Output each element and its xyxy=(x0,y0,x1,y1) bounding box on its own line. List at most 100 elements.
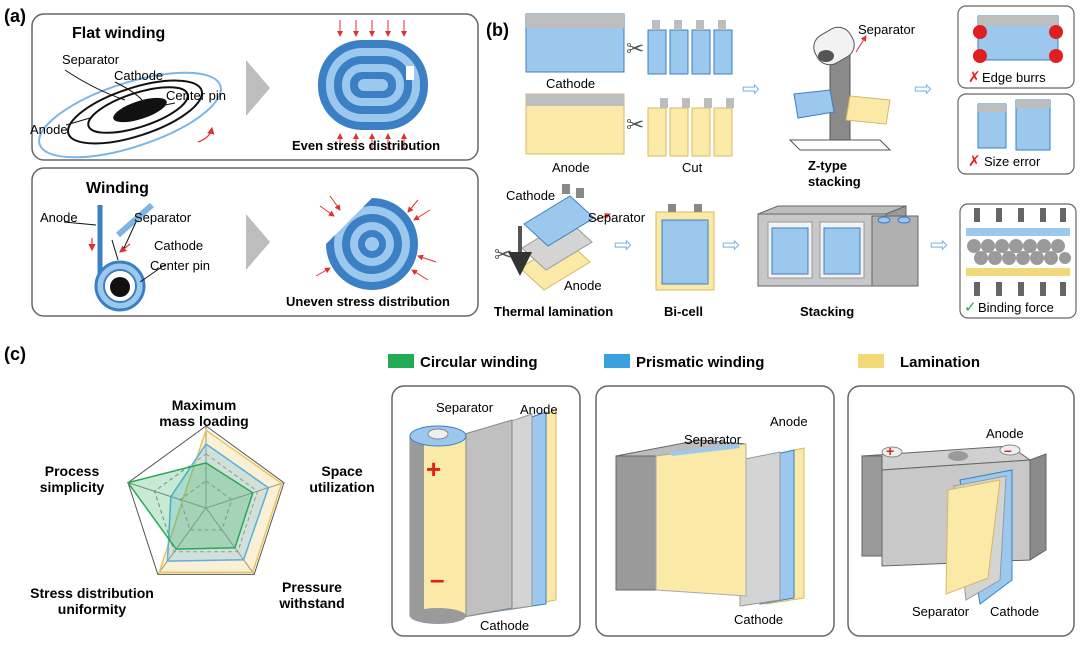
anode-sheet-label: Anode xyxy=(552,160,590,175)
radar-axis-label-2b: withstand xyxy=(278,595,344,611)
lam-cathode-label: Cathode xyxy=(506,188,555,203)
bicell xyxy=(655,204,715,291)
flat-jellyroll xyxy=(318,40,428,130)
scissors-icon-3: ✂ xyxy=(494,242,512,267)
flat-arrow-chevron xyxy=(246,60,270,116)
lamination-cathode-label: Cathode xyxy=(990,604,1039,619)
lamination-separator-label: Separator xyxy=(912,604,970,619)
circular-separator-label: Separator xyxy=(436,400,494,415)
arrow-right-icon-3: ⇨ xyxy=(614,232,632,257)
anode-cut-pieces xyxy=(647,98,734,157)
circular-cathode-label: Cathode xyxy=(480,618,529,633)
flat-anode-label: Anode xyxy=(30,122,68,137)
radar-axis-label-4b: simplicity xyxy=(40,479,105,495)
stacking-housing xyxy=(757,205,919,287)
binding-force-diagram xyxy=(966,208,1071,296)
legend-label-circular: Circular winding xyxy=(420,354,538,371)
prismatic-cell xyxy=(615,439,805,607)
radar-axis-label-4a: Process xyxy=(45,463,100,479)
radar-series-circular-winding xyxy=(126,462,254,550)
cathode-cut-pieces xyxy=(647,20,733,75)
cross-icon: ✗ xyxy=(968,69,981,86)
prismatic-separator-label: Separator xyxy=(684,432,742,447)
lamination-minus-sign: – xyxy=(1004,442,1012,458)
radar-axis-spoke xyxy=(157,507,207,575)
cathode-sheet xyxy=(525,13,625,73)
bicell-label: Bi-cell xyxy=(664,304,703,319)
round-cathode-label: Cathode xyxy=(154,238,203,253)
cut-label: Cut xyxy=(682,160,703,175)
separator-label-b: Separator xyxy=(858,22,916,37)
thermal-lamination-label: Thermal lamination xyxy=(494,304,613,319)
lamination-cell xyxy=(860,444,1047,605)
flat-result-label: Even stress distribution xyxy=(292,138,440,153)
round-result-label: Uneven stress distribution xyxy=(286,294,450,309)
legend-swatch-circular xyxy=(388,354,414,368)
prismatic-cell-box xyxy=(595,385,835,637)
lam-separator-label: Separator xyxy=(588,210,646,225)
z-stacking-label-1: Z-type xyxy=(808,158,847,173)
circular-minus-sign: – xyxy=(430,564,444,594)
round-winding-box xyxy=(31,167,479,317)
round-arrow-chevron xyxy=(246,214,270,270)
round-winding-diagram xyxy=(63,202,167,312)
edge-burrs-box xyxy=(957,5,1075,89)
circular-plus-sign: + xyxy=(426,454,441,484)
flat-winding-title: Flat winding xyxy=(72,25,165,42)
arrow-right-icon-5: ⇨ xyxy=(930,232,948,257)
flat-winding-box xyxy=(31,13,479,161)
round-anode-label: Anode xyxy=(40,210,78,225)
radar-axis-label-1a: Space xyxy=(321,463,362,479)
z-stacking-label-2: stacking xyxy=(808,174,861,189)
anode-sheet xyxy=(525,93,625,155)
arrow-right-icon-1: ⇨ xyxy=(742,76,760,101)
radar-axis-spoke xyxy=(127,482,207,509)
radar-axis-label-0a: Maximum xyxy=(172,397,237,413)
lamination-cell-box xyxy=(847,385,1075,637)
circular-cell xyxy=(409,409,557,624)
prismatic-cathode-label: Cathode xyxy=(734,612,783,627)
check-icon: ✓ xyxy=(964,299,977,316)
binding-force-label: Binding force xyxy=(978,300,1054,315)
radar-axis-spoke xyxy=(205,507,255,575)
binding-force-box xyxy=(959,203,1077,319)
size-error-label: Size error xyxy=(984,154,1041,169)
radar-grid-ring xyxy=(179,480,233,531)
round-center-pin-label: Center pin xyxy=(150,258,210,273)
arrow-right-icon-2: ⇨ xyxy=(914,76,932,101)
panel-c-label: (c) xyxy=(4,344,26,364)
arrow-right-icon-4: ⇨ xyxy=(722,232,740,257)
lam-anode-label: Anode xyxy=(564,278,602,293)
legend-label-prismatic: Prismatic winding xyxy=(636,354,764,371)
flat-winding-diagram xyxy=(38,69,222,159)
lamination-plus-sign: + xyxy=(886,443,894,459)
circular-cell-box xyxy=(391,385,581,637)
round-winding-title: Winding xyxy=(86,180,149,197)
radar-axis-label-1b: utilization xyxy=(309,479,374,495)
edge-burrs-sheet xyxy=(973,15,1063,63)
radar-series-prismatic-winding xyxy=(166,442,270,562)
prismatic-anode-label: Anode xyxy=(770,414,808,429)
round-jellyroll xyxy=(326,198,418,290)
cathode-sheet-label: Cathode xyxy=(546,76,595,91)
edge-burrs-label: Edge burrs xyxy=(982,70,1046,85)
radar-axis-spoke xyxy=(205,482,285,509)
radar-chart xyxy=(126,425,285,575)
radar-grid-ring xyxy=(127,425,285,575)
thermal-lamination-stack xyxy=(508,184,611,291)
flat-separator-label: Separator xyxy=(62,52,120,67)
legend-label-lamination: Lamination xyxy=(900,354,980,371)
flat-center-pin-label: Center pin xyxy=(166,88,226,103)
radar-axis-label-2a: Pressure xyxy=(282,579,342,595)
round-separator-label: Separator xyxy=(134,210,192,225)
size-error-box xyxy=(957,93,1075,175)
legend-swatch-lamination xyxy=(858,354,884,368)
radar-axis-label-3a: Stress distribution xyxy=(30,585,154,601)
z-stacking-machine xyxy=(788,26,892,151)
stacking-label: Stacking xyxy=(800,304,854,319)
size-error-sheets xyxy=(977,99,1051,151)
panel-a-label: (a) xyxy=(4,6,26,26)
circular-anode-label: Anode xyxy=(520,402,558,417)
legend-swatch-prismatic xyxy=(604,354,630,368)
